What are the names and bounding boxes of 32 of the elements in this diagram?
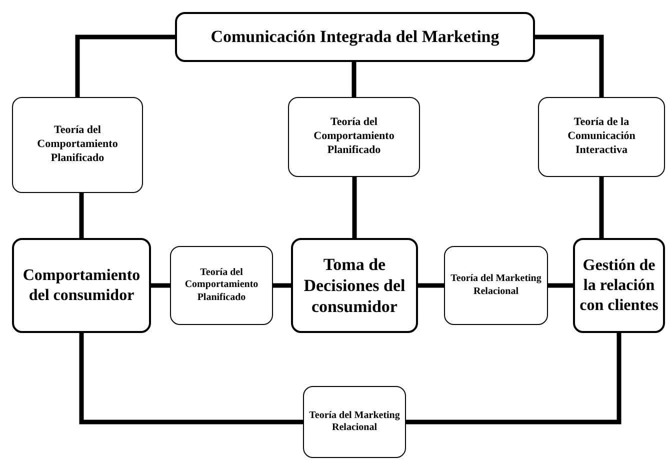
rounded-box bbox=[288, 97, 420, 177]
rounded-box bbox=[291, 238, 418, 333]
box-text: Comunicación Integrada del Marketing bbox=[210, 26, 500, 48]
rounded-box bbox=[12, 97, 143, 193]
connector-line bbox=[75, 34, 175, 97]
box-text: Teoría del Comportamiento Planificado bbox=[36, 124, 119, 166]
box-text: Teoría del Comportamiento Planificado bbox=[312, 116, 396, 158]
connector-line bbox=[548, 283, 573, 288]
rounded-box bbox=[573, 238, 665, 333]
connector-line bbox=[79, 333, 303, 424]
box-text: Toma de Decisiones del consumidor bbox=[302, 254, 406, 318]
connector-line bbox=[352, 62, 356, 97]
connector-line bbox=[418, 283, 444, 288]
connector-line bbox=[352, 177, 357, 238]
box-text: Teoría del Comportamiento Planificado bbox=[184, 266, 260, 304]
connector-line bbox=[599, 177, 604, 238]
rounded-box bbox=[12, 238, 151, 333]
rounded-box bbox=[170, 246, 273, 325]
box-text: Teoría de la Comunicación Interactiva bbox=[566, 116, 636, 158]
box-text: Teoría del Marketing Relacional bbox=[308, 410, 401, 434]
box-text: Comportamiento del consumidor bbox=[22, 266, 142, 306]
box-text: Teoría del Marketing Relacional bbox=[450, 273, 542, 298]
box-text: Gestión de la relación con clientes bbox=[579, 256, 659, 316]
rounded-box bbox=[538, 97, 665, 177]
connector-line bbox=[151, 283, 170, 288]
rounded-box bbox=[303, 386, 406, 458]
rounded-box bbox=[444, 246, 548, 325]
connector-line bbox=[79, 193, 84, 238]
connector-line bbox=[406, 333, 622, 424]
rounded-box bbox=[175, 12, 535, 62]
connector-line bbox=[535, 34, 604, 97]
connector-line bbox=[273, 283, 291, 288]
